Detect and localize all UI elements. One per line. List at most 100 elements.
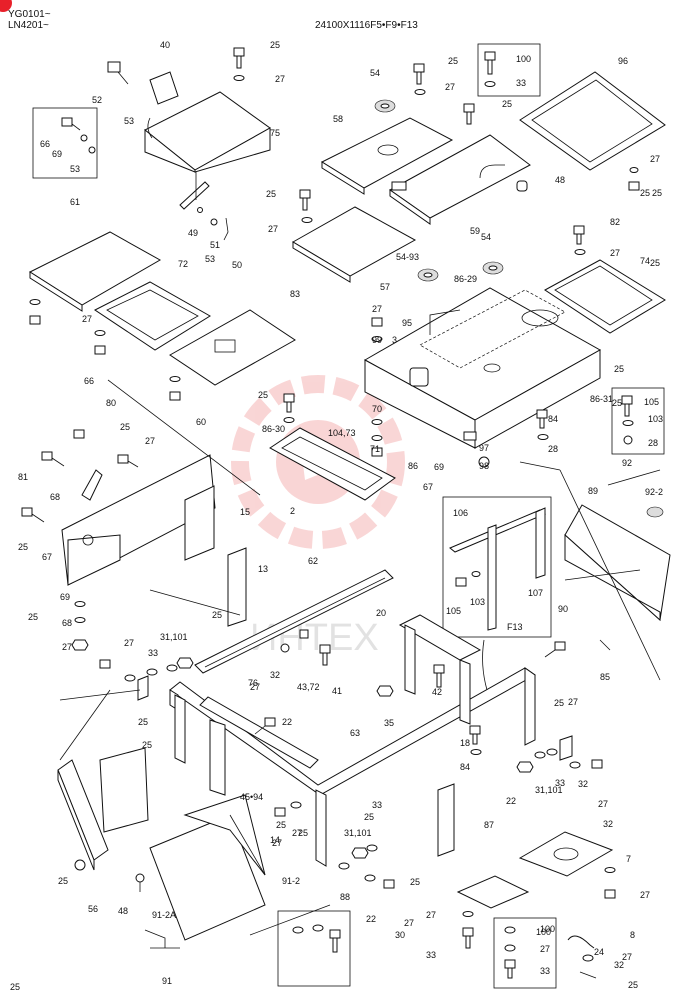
callout-22: 22 xyxy=(506,796,516,806)
beam-63 xyxy=(199,696,319,769)
callout-86-30: 86-30 xyxy=(262,424,285,434)
callout-104,73: 104,73 xyxy=(328,428,356,438)
callout-25: 25 xyxy=(410,877,420,887)
callout-53: 53 xyxy=(205,254,215,264)
inset-66-69-53 xyxy=(32,107,98,179)
inset-27-33-100-a xyxy=(277,910,351,987)
washer-74 xyxy=(371,336,383,342)
part-97-98 xyxy=(463,431,490,468)
callout-95: 95 xyxy=(402,318,412,328)
callout-33: 33 xyxy=(426,950,436,960)
callout-27: 27 xyxy=(272,838,282,848)
callout-25: 25 xyxy=(364,812,374,822)
callout-87: 87 xyxy=(484,820,494,830)
f13-caption: F13 xyxy=(507,622,523,632)
callout-100: 100 xyxy=(540,924,555,934)
callout-45•94: 45•94 xyxy=(240,792,263,802)
plate-59 xyxy=(389,134,531,225)
callout-84: 84 xyxy=(460,762,470,772)
callout-57: 57 xyxy=(380,282,390,292)
callout-27: 27 xyxy=(250,682,260,692)
callout-82: 82 xyxy=(610,217,620,227)
callout-48: 48 xyxy=(555,175,565,185)
callout-74: 74 xyxy=(640,256,650,266)
callout-71: 71 xyxy=(370,444,380,454)
bolt-25-60 xyxy=(117,454,139,468)
plate-57 xyxy=(292,206,417,283)
callout-25: 25 xyxy=(10,982,20,992)
callout-97: 97 xyxy=(479,443,489,453)
top-cover-75 xyxy=(144,91,271,173)
callout-80: 80 xyxy=(106,398,116,408)
callout-27: 27 xyxy=(404,918,414,928)
beam-62 xyxy=(194,569,394,674)
group-91-bracket xyxy=(144,929,180,949)
callout-27: 27 xyxy=(82,314,92,324)
callout-25: 25 xyxy=(650,258,660,268)
callout-75: 75 xyxy=(270,128,280,138)
callout-25: 25 xyxy=(448,56,458,66)
inset-b-parts xyxy=(504,926,516,979)
callout-25: 25 xyxy=(276,820,286,830)
callout-25: 25 xyxy=(628,980,638,990)
callout-105: 105 xyxy=(644,397,659,407)
plate-7 xyxy=(518,831,614,877)
model-code-2: LN4201~ xyxy=(8,20,49,31)
bracket-22-right xyxy=(559,735,573,761)
bracket-20 xyxy=(398,614,482,725)
bolt-81 xyxy=(41,451,65,467)
bolt-52 xyxy=(107,61,129,85)
callout-25: 25 xyxy=(640,188,650,198)
group-92-caption: 92 xyxy=(622,458,632,468)
callout-25: 25 xyxy=(138,717,148,727)
callout-54-93: 54-93 xyxy=(396,252,419,262)
callout-25: 25 xyxy=(212,610,222,620)
callout-61: 61 xyxy=(70,197,80,207)
callout-88: 88 xyxy=(340,892,350,902)
frame-96 xyxy=(519,71,666,171)
housing-86 xyxy=(363,287,602,449)
callout-25: 25 xyxy=(652,188,662,198)
bolt-66 xyxy=(61,117,81,131)
callout-103: 103 xyxy=(648,414,663,424)
callout-50: 50 xyxy=(232,260,242,270)
callout-27: 27 xyxy=(640,890,650,900)
bracket-40 xyxy=(149,71,179,105)
callout-48: 48 xyxy=(118,906,128,916)
model-code-1: YG0101~ xyxy=(8,9,51,20)
leader-92-2 xyxy=(607,469,661,486)
callout-3: 3 xyxy=(392,335,397,345)
bolt-100 xyxy=(484,51,496,75)
callout-32: 32 xyxy=(603,819,613,829)
callout-52: 52 xyxy=(92,95,102,105)
f13-frame-106-107 xyxy=(449,507,546,631)
bolt-84-right xyxy=(536,409,549,440)
bolt-56 xyxy=(74,859,86,871)
inset-27-33-100-b xyxy=(493,917,557,989)
callout-106: 106 xyxy=(453,508,468,518)
callout-68: 68 xyxy=(62,618,72,628)
callout-91-2A: 91-2A xyxy=(152,910,176,920)
panel-45-94 xyxy=(57,747,149,871)
callout-27: 27 xyxy=(372,304,382,314)
bolt-25-22r xyxy=(544,641,566,658)
callout-25: 25 xyxy=(120,422,130,432)
callout-20: 20 xyxy=(376,608,386,618)
grommet-54-93 xyxy=(417,268,439,282)
parts-43-72-41 xyxy=(280,629,309,653)
washer-69 xyxy=(80,134,88,142)
bolt-25-62 xyxy=(99,659,111,669)
washer-53 xyxy=(88,146,96,154)
washer-28 xyxy=(623,435,633,445)
callout-13: 13 xyxy=(258,564,268,574)
bolt-42 xyxy=(319,644,331,666)
callout-25: 25 xyxy=(298,828,308,838)
callout-51: 51 xyxy=(210,240,220,250)
clamp-arc xyxy=(482,639,488,691)
callout-107: 107 xyxy=(528,588,543,598)
link-49 xyxy=(179,181,229,241)
callout-56: 56 xyxy=(88,904,98,914)
callout-28: 28 xyxy=(548,444,558,454)
